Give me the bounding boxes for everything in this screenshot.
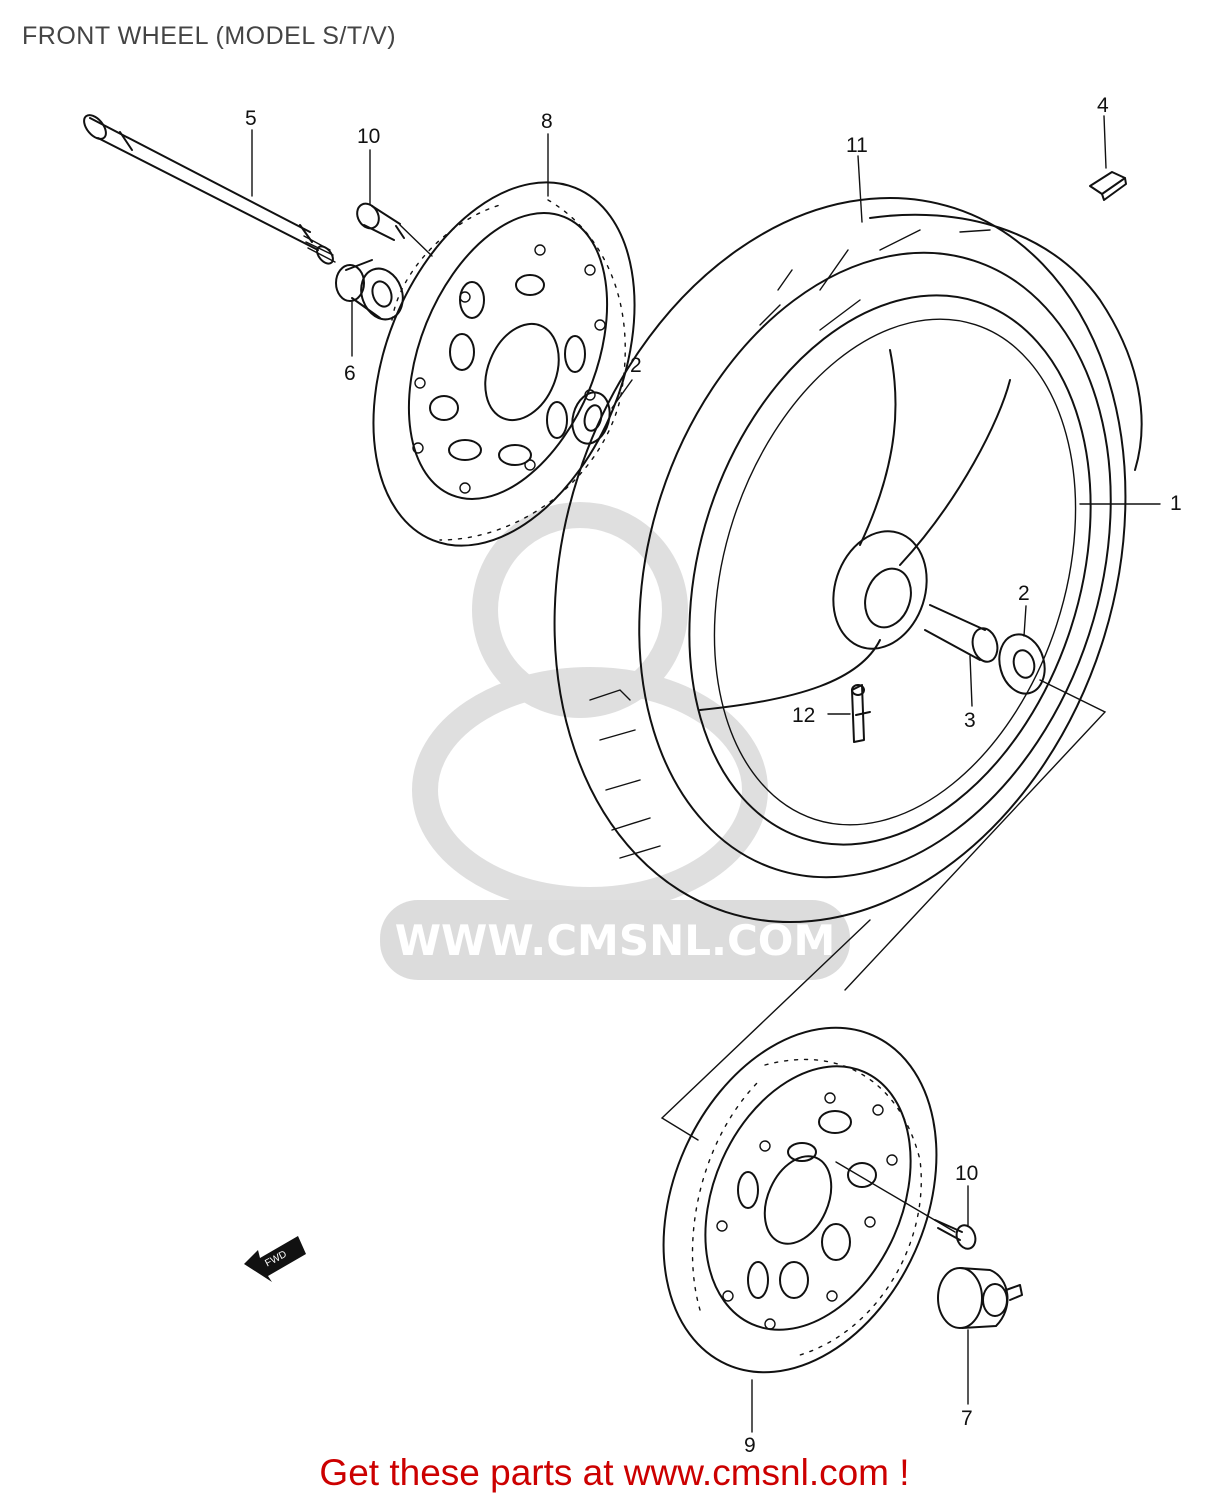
callout-2-upper: 2 bbox=[630, 354, 642, 377]
callout-5: 5 bbox=[245, 107, 257, 130]
callout-10-lower: 10 bbox=[955, 1162, 978, 1185]
callout-9: 9 bbox=[744, 1434, 756, 1457]
watermark: WWW.CMSNL.COM bbox=[380, 502, 850, 980]
callout-10-upper: 10 bbox=[357, 125, 380, 148]
callout-4: 4 bbox=[1097, 94, 1109, 117]
disc-bolt-lower bbox=[934, 1219, 977, 1250]
tire bbox=[553, 196, 1143, 924]
air-valve bbox=[851, 684, 871, 743]
watermark-text: WWW.CMSNL.COM bbox=[395, 916, 836, 965]
balance-weight bbox=[1089, 171, 1127, 201]
callout-labels: 1 2 2 3 4 5 6 7 8 9 10 10 11 12 bbox=[245, 94, 1182, 1457]
watermark-banner bbox=[380, 900, 850, 980]
brake-disc-lower bbox=[662, 1026, 938, 1374]
wheel-rim bbox=[688, 294, 1092, 846]
leader-lines bbox=[251, 115, 1161, 1433]
callout-6: 6 bbox=[344, 362, 356, 385]
disc-bolt-top bbox=[356, 202, 405, 241]
watermark-mascot-head bbox=[472, 502, 688, 718]
callout-8: 8 bbox=[541, 110, 553, 133]
callout-1: 1 bbox=[1170, 492, 1182, 515]
hub-nut bbox=[937, 1267, 1023, 1329]
page-title: FRONT WHEEL (MODEL S/T/V) bbox=[22, 22, 397, 50]
callout-3: 3 bbox=[964, 709, 976, 732]
assembly-lines bbox=[399, 224, 1107, 1233]
callout-7: 7 bbox=[961, 1407, 973, 1430]
brake-disc-upper bbox=[372, 181, 636, 547]
collar-spacer bbox=[335, 259, 404, 321]
distance-collar bbox=[924, 604, 999, 663]
cta-link[interactable]: Get these parts at www.cmsnl.com ! bbox=[319, 1452, 910, 1493]
axle bbox=[83, 114, 336, 265]
callout-2-right: 2 bbox=[1018, 582, 1030, 605]
callout-11: 11 bbox=[846, 134, 868, 157]
fwd-arrow: FWD bbox=[244, 1236, 306, 1282]
bearing-right bbox=[998, 633, 1046, 695]
callout-12: 12 bbox=[792, 704, 815, 727]
